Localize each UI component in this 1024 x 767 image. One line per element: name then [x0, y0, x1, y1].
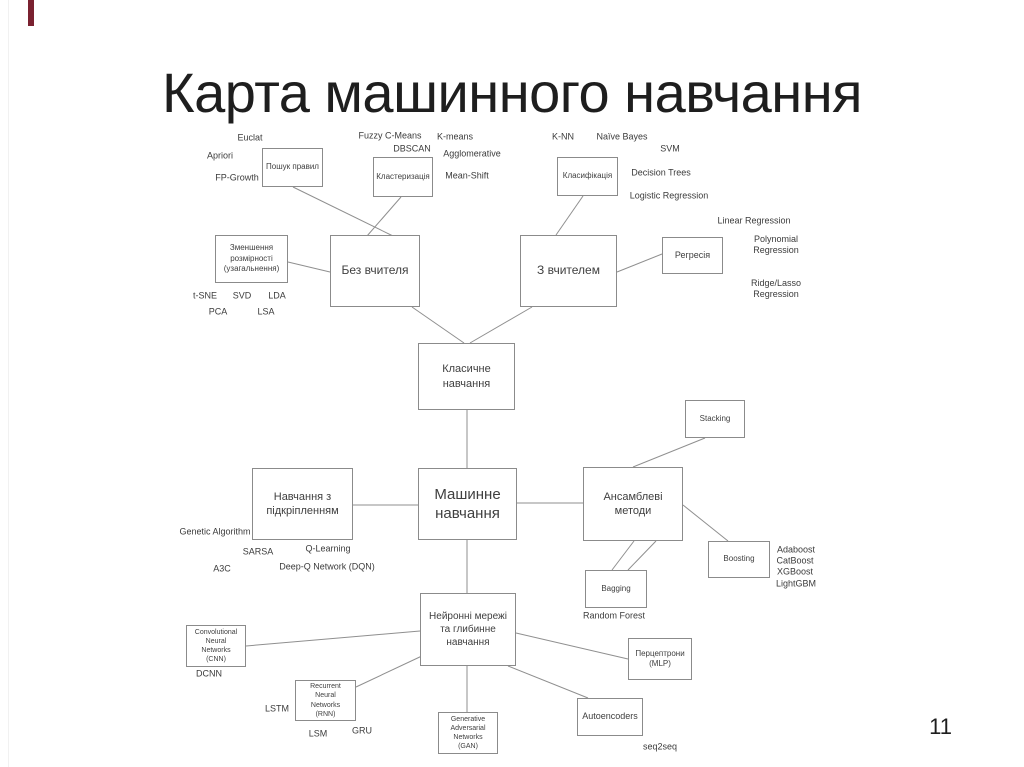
diagram-label: Mean-Shift: [445, 170, 489, 181]
node-ensemble-methods: Ансамблеві методи: [583, 467, 683, 541]
diagram-label: Euclat: [237, 132, 263, 143]
node-gan: Generative Adversarial Networks (GAN): [438, 712, 498, 754]
edge-line: [627, 540, 657, 571]
edge-line: [515, 632, 629, 660]
slide-title: Карта машинного навчання: [162, 61, 862, 124]
diagram-label: LSTM: [264, 703, 290, 714]
node-dim-reduction: Зменшення розмірності (узагальнення): [215, 235, 288, 283]
diagram-label: Q-Learning: [305, 543, 351, 554]
diagram-label: A3C: [213, 563, 231, 574]
diagram-label: Ridge/Lasso Regression: [750, 277, 802, 299]
diagram-label: SVD: [232, 290, 252, 301]
diagram-label: SVM: [660, 143, 680, 154]
diagram-label: Decision Trees: [631, 167, 691, 178]
diagram-label: DBSCAN: [393, 143, 431, 154]
diagram-label: GRU: [352, 725, 372, 736]
node-boosting: Boosting: [708, 541, 770, 578]
edge-line: [355, 654, 425, 688]
edge-line: [682, 504, 729, 542]
edge-line: [632, 437, 706, 468]
diagram-label: Fuzzy C-Means: [358, 130, 422, 141]
slide-left-border: [8, 0, 9, 767]
node-cnn: Convolutional Neural Networks (CNN): [186, 625, 246, 667]
diagram-label: K-NN: [552, 131, 574, 142]
node-autoencoders: Autoencoders: [577, 698, 643, 736]
diagram-label: Logistic Regression: [629, 190, 709, 201]
diagram-label: Agglomerative: [443, 148, 501, 159]
diagram-label: Deep-Q Network (DQN): [279, 561, 375, 572]
node-stacking: Stacking: [685, 400, 745, 438]
diagram-label: Random Forest: [582, 610, 646, 621]
diagram-label: Linear Regression: [717, 215, 791, 226]
edge-line: [507, 665, 589, 699]
node-regression: Регресія: [662, 237, 723, 274]
node-classification: Класифікація: [557, 157, 618, 196]
corner-accent-mark: [28, 0, 34, 26]
diagram-label: Apriori: [206, 150, 234, 161]
diagram-label: FP-Growth: [215, 172, 259, 183]
node-machine-learning: Машинне навчання: [418, 468, 517, 540]
diagram-label: LightGBM: [775, 578, 817, 589]
node-bagging: Bagging: [585, 570, 647, 608]
edge-line: [555, 195, 584, 236]
edge-line: [411, 306, 465, 344]
node-classical-learning: Класичне навчання: [418, 343, 515, 410]
edge-line: [245, 630, 421, 647]
edge-line: [287, 261, 331, 273]
diagram-label: LSM: [308, 728, 328, 739]
node-reinforcement-learning: Навчання з підкріпленням: [252, 468, 353, 540]
diagram-label: Genetic Algorithm: [179, 526, 251, 537]
node-rnn: Recurrent Neural Networks (RNN): [295, 680, 356, 721]
node-neural-networks: Нейронні мережі та глибинне навчання: [420, 593, 516, 666]
node-unsupervised: Без вчителя: [330, 235, 420, 307]
node-supervised: З вчителем: [520, 235, 617, 307]
node-rule-search: Пошук правил: [262, 148, 323, 187]
edge-line: [469, 306, 533, 344]
diagram-label: PCA: [208, 306, 228, 317]
diagram-label: K-means: [436, 131, 474, 142]
diagram-label: Polynomial Regression: [753, 233, 799, 255]
diagram-label: seq2seq: [642, 741, 678, 752]
node-perceptrons: Перцептрони (MLP): [628, 638, 692, 680]
edge-line: [616, 253, 663, 273]
page-number: 11: [929, 714, 952, 739]
diagram-label: CatBoost: [776, 555, 814, 566]
diagram-label: t-SNE: [192, 290, 218, 301]
edge-line: [611, 540, 635, 571]
edge-line: [292, 186, 394, 237]
diagram-label: Naïve Bayes: [596, 131, 648, 142]
diagram-label: DCNN: [196, 668, 222, 679]
diagram-label: Adaboost: [776, 544, 816, 555]
diagram-label: LSA: [257, 306, 275, 317]
edge-line: [366, 196, 402, 237]
node-clustering: Кластеризація: [373, 157, 433, 197]
diagram-label: SARSA: [242, 546, 274, 557]
diagram-label: LDA: [268, 290, 286, 301]
diagram-label: XGBoost: [776, 566, 814, 577]
